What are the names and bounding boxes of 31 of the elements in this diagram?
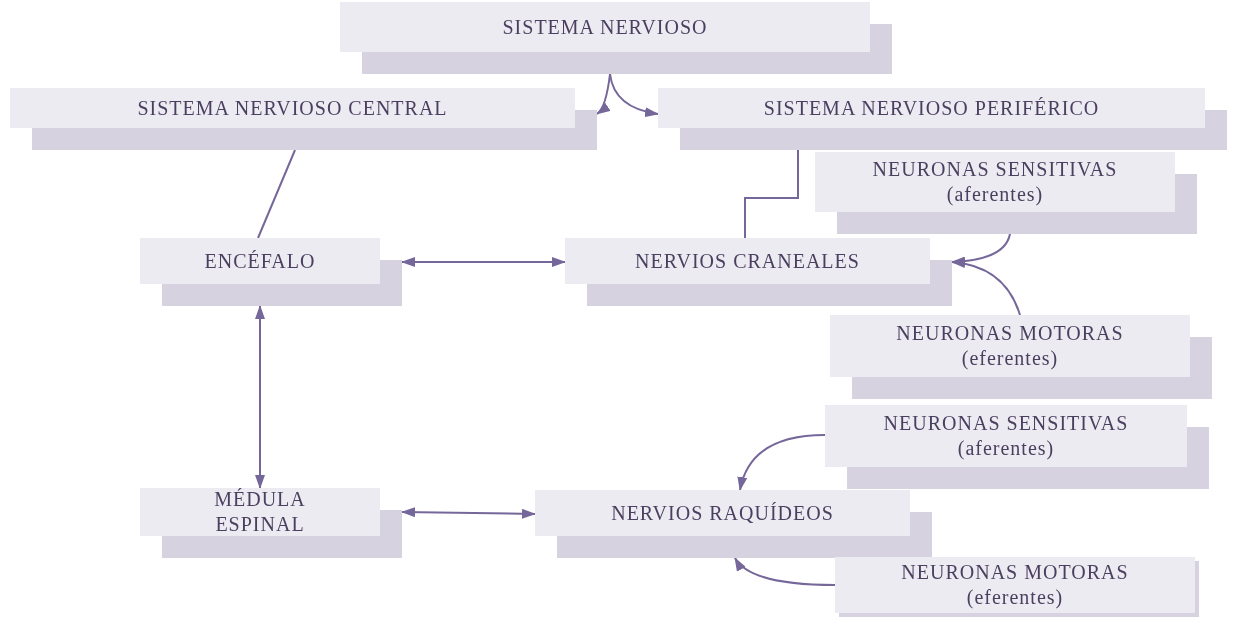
concept-label: NERVIOS RAQUÍDEOS bbox=[611, 500, 834, 526]
concept-box bbox=[815, 152, 1197, 234]
arrow bbox=[738, 434, 826, 491]
arrow bbox=[401, 257, 566, 267]
arrow bbox=[255, 305, 265, 489]
concept-box bbox=[340, 2, 892, 74]
concept-box bbox=[140, 488, 402, 558]
concept-label: SISTEMA NERVIOSO CENTRAL bbox=[137, 95, 448, 121]
connector-line bbox=[744, 149, 799, 239]
concept-label: SISTEMA NERVIOSO PERIFÉRICO bbox=[763, 95, 1100, 121]
arrow bbox=[609, 73, 659, 117]
concept-label: NEURONAS SENSITIVAS (aferentes) bbox=[882, 411, 1130, 461]
concept-label: SISTEMA NERVIOSO bbox=[502, 14, 708, 40]
concept-box bbox=[535, 490, 932, 558]
concept-box bbox=[830, 315, 1212, 399]
concept-box bbox=[140, 238, 402, 306]
connector-line bbox=[257, 149, 296, 239]
concept-box bbox=[565, 238, 952, 306]
concept-label: NEURONAS SENSITIVAS (aferentes) bbox=[871, 157, 1119, 207]
concept-box bbox=[835, 557, 1199, 617]
arrow bbox=[401, 507, 536, 519]
concept-box bbox=[825, 405, 1209, 489]
concept-label: ENCÉFALO bbox=[204, 248, 316, 274]
arrow bbox=[951, 258, 1021, 316]
concept-label: MÉDULA ESPINAL bbox=[213, 487, 307, 537]
concept-label: NERVIOS CRANEALES bbox=[635, 248, 860, 274]
concept-box bbox=[658, 88, 1227, 150]
arrow bbox=[734, 557, 836, 586]
concept-box bbox=[10, 88, 597, 150]
concept-label: NEURONAS MOTORAS (eferentes) bbox=[900, 560, 1130, 610]
concept-label: NEURONAS MOTORAS (eferentes) bbox=[895, 321, 1125, 371]
